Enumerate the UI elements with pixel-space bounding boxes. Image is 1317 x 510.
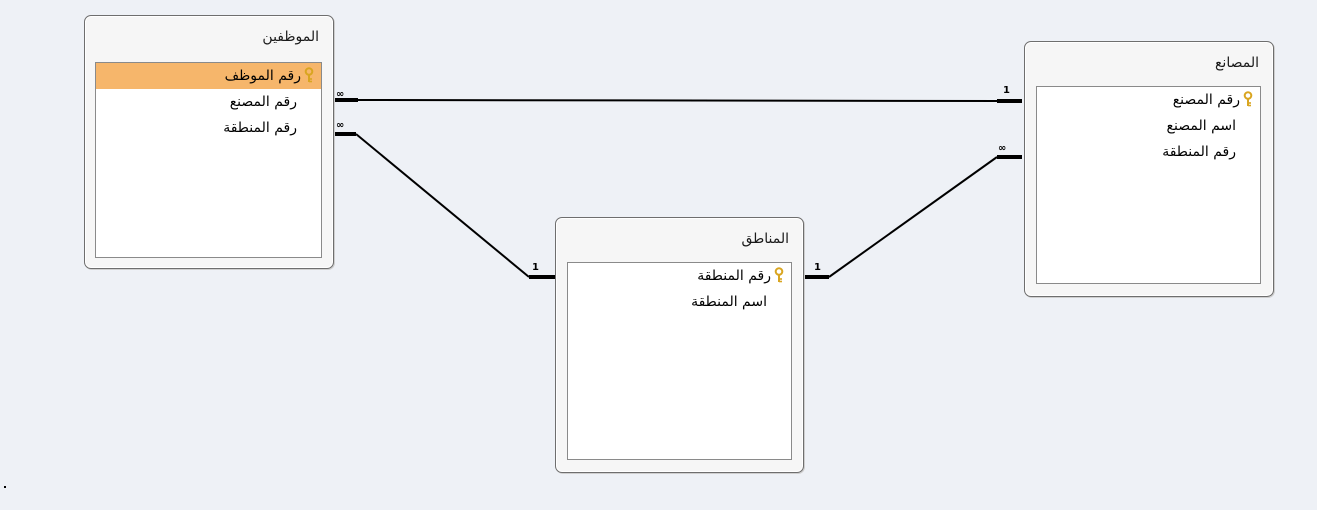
field-label: اسم المصنع (1166, 118, 1236, 134)
field-label: اسم المنطقة (691, 294, 767, 310)
field-label: رقم الموظف (224, 68, 301, 84)
table-title: الموظفين (262, 29, 319, 45)
primary-key-icon (1243, 91, 1253, 107)
field-label: رقم المنطقة (1162, 144, 1236, 160)
relationship-factories-regions[interactable]: ∞ 1 (803, 143, 1022, 279)
one-marker: 1 (532, 262, 539, 273)
field-row[interactable]: رقم المصنع (96, 89, 321, 115)
field-label: رقم المنطقة (223, 120, 297, 136)
field-row[interactable]: رقم المنطقة (1037, 139, 1260, 165)
relationship-employees-factories[interactable]: ∞ 1 (334, 85, 1022, 103)
field-row[interactable]: رقم المصنع (1037, 87, 1260, 113)
table-regions[interactable]: المناطق رقم المنطقة اسم المنطقة (555, 217, 804, 473)
many-marker: ∞ (336, 89, 344, 100)
table-title: المصانع (1214, 55, 1259, 71)
field-label: رقم المصنع (1172, 92, 1240, 108)
primary-key-icon (774, 267, 784, 283)
field-row[interactable]: رقم المنطقة (96, 115, 321, 141)
one-marker: 1 (814, 262, 821, 273)
many-marker: ∞ (998, 143, 1006, 154)
relationship-employees-regions[interactable]: ∞ 1 (334, 120, 555, 279)
table-factories[interactable]: المصانع رقم المصنع اسم المصنع رقم المنطق… (1024, 41, 1274, 297)
stray-dot (4, 486, 6, 488)
table-employees[interactable]: الموظفين رقم الموظف رقم المصنع رقم المنط… (84, 15, 334, 269)
field-list[interactable]: رقم المصنع اسم المصنع رقم المنطقة (1036, 86, 1261, 284)
field-row[interactable]: رقم المنطقة (568, 263, 791, 289)
field-row[interactable]: رقم الموظف (96, 63, 321, 89)
primary-key-icon (304, 67, 314, 83)
table-title: المناطق (741, 231, 789, 247)
one-marker: 1 (1003, 85, 1010, 96)
field-row[interactable]: اسم المصنع (1037, 113, 1260, 139)
field-row[interactable]: اسم المنطقة (568, 289, 791, 315)
field-list[interactable]: رقم المنطقة اسم المنطقة (567, 262, 792, 460)
many-marker: ∞ (336, 120, 344, 131)
field-label: رقم المنطقة (697, 268, 771, 284)
field-list[interactable]: رقم الموظف رقم المصنع رقم المنطقة (95, 62, 322, 258)
field-label: رقم المصنع (229, 94, 297, 110)
